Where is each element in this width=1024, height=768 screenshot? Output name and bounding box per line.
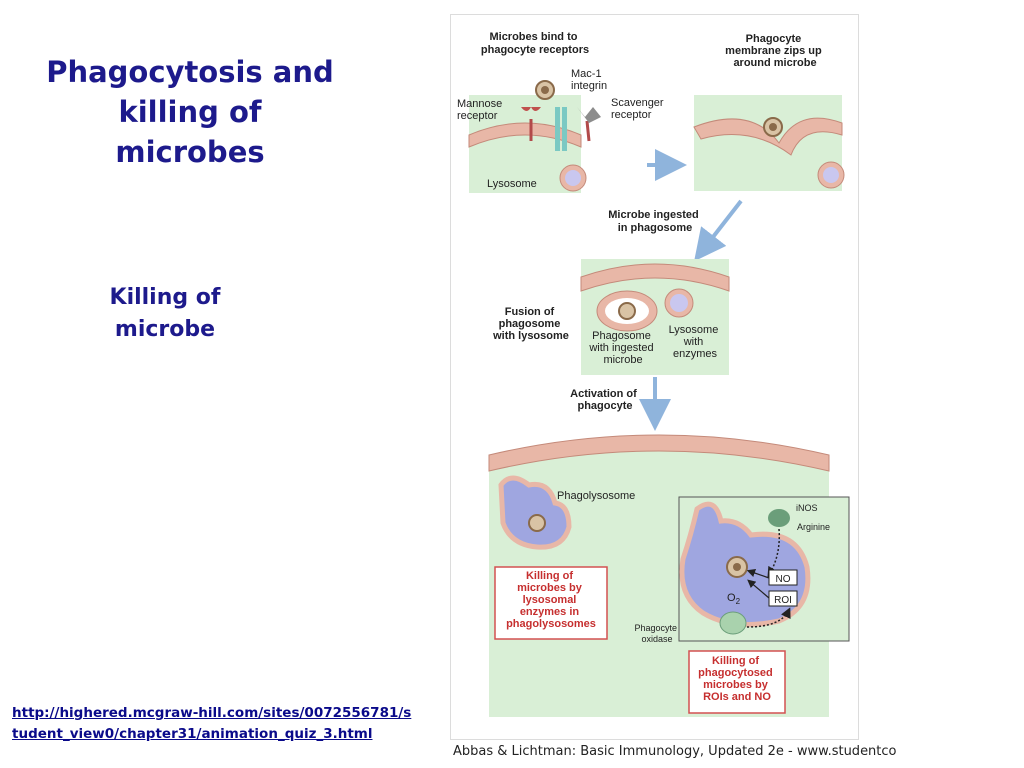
panel2-heading-line3: around microbe — [733, 57, 816, 69]
arrow-2 — [694, 199, 743, 262]
phagosome-label-line1: Phagosome — [592, 330, 651, 342]
roi-label: ROI — [774, 595, 792, 606]
figure-caption: Abbas & Lichtman: Basic Immunology, Upda… — [453, 744, 897, 759]
activation-label-line1: Activation of — [570, 388, 637, 400]
fusion-label-line2: phagosome — [499, 318, 561, 330]
panel-fusion — [580, 259, 730, 375]
svg-text:Killing of microbes by: Killing of microbes by lysosomal enzymes… — [506, 570, 596, 630]
panel-killing — [488, 434, 850, 717]
svg-text:Activation of phagocyte: Activation of phagocyte — [570, 388, 640, 412]
killing-enzymes-line4: enzymes in — [520, 606, 580, 618]
svg-text:Phagosome with ingested: Phagosome with ingested microbe — [588, 330, 656, 366]
mannose-receptor-label: receptor — [457, 110, 498, 122]
killing-enzymes-line2: microbes by — [517, 582, 583, 594]
svg-text:Scavenger receptor: Scavenger receptor — [611, 97, 667, 121]
svg-text:Phagocyte membrane zips up: Phagocyte membrane zips up around microb… — [725, 33, 825, 69]
killing-enzymes-line5: phagolysosomes — [506, 618, 596, 630]
o2-label: O — [727, 592, 736, 604]
no-label: NO — [776, 574, 791, 585]
panel2-heading-line2: membrane zips up — [725, 45, 822, 57]
oxidase-label-line1: Phagocyte — [634, 623, 677, 633]
killing-enzymes-line1: Killing of — [526, 570, 573, 582]
svg-text:Lysosome with enzymes: Lysosome with enzymes — [669, 324, 722, 360]
scavenger-label: Scavenger — [611, 97, 664, 109]
mac1-label: Mac-1 — [571, 68, 602, 80]
svg-text:Fusion of phagosome wi: Fusion of phagosome with lysosome — [492, 306, 569, 342]
slide-subtitle: Killing of microbe — [109, 285, 221, 342]
svg-text:Killing of phagocytosed: Killing of phagocytosed microbes by ROIs… — [698, 655, 776, 703]
killing-enzymes-line3: lysosomal — [523, 594, 577, 606]
ingested-label-line1: Microbe ingested — [608, 209, 698, 221]
phagosome-label-line2: with ingested — [588, 342, 653, 354]
killing-roi-line4: ROIs and NO — [703, 691, 771, 703]
svg-text:Phagocyte oxidase: Phagocyte oxidase — [634, 623, 679, 644]
killing-roi-line2: phagocytosed — [698, 667, 773, 679]
fusion-label-line1: Fusion of — [505, 306, 555, 318]
panel1-heading-line2: phagocyte receptors — [481, 44, 589, 56]
killing-roi-line3: microbes by — [703, 679, 769, 691]
oxidase-label-line2: oxidase — [641, 634, 672, 644]
lysosome-enzymes-line3: enzymes — [673, 348, 718, 360]
activation-label-line2: phagocyte — [577, 400, 632, 412]
phagocytosis-figure: Microbes bind to phagocyte receptors Mac… — [450, 14, 859, 740]
svg-text:Microbe ingested in phagos: Microbe ingested in phagosome — [608, 209, 702, 234]
scavenger-receptor-label: receptor — [611, 109, 652, 121]
lysosome-enzymes-line1: Lysosome — [669, 324, 719, 336]
svg-text:O2: O2 — [727, 592, 741, 606]
lysosome-enzymes-line2: with — [683, 336, 704, 348]
panel2-heading-line1: Phagocyte — [746, 33, 802, 45]
svg-text:Microbes bind to phagocyte: Microbes bind to phagocyte receptors — [481, 31, 589, 56]
panel1-heading-line1: Microbes bind to — [489, 31, 577, 43]
phagosome-label-line3: microbe — [603, 354, 642, 366]
arginine-label: Arginine — [797, 522, 830, 532]
phagocytosis-diagram: Microbes bind to phagocyte receptors Mac… — [457, 31, 850, 717]
slide-title: Phagocytosis and killing of microbes — [46, 55, 334, 169]
fusion-label-line3: with lysosome — [492, 330, 569, 342]
panel-binding — [468, 80, 601, 193]
phagolysosome-label: Phagolysosome — [557, 490, 635, 502]
o2-subscript: 2 — [736, 597, 741, 606]
ingested-label-line2: in phagosome — [618, 222, 693, 234]
inos-label: iNOS — [796, 503, 818, 513]
svg-text:Mac-1 integrin: Mac-1 integrin — [571, 68, 607, 92]
killing-roi-line1: Killing of — [712, 655, 759, 667]
mannose-label: Mannose — [457, 98, 502, 110]
source-link[interactable]: http://highered.mcgraw-hill.com/sites/00… — [12, 705, 412, 742]
panel-zip — [693, 95, 845, 191]
lysosome-label: Lysosome — [487, 178, 537, 190]
integrin-label: integrin — [571, 80, 607, 92]
svg-text:Mannose receptor: Mannose receptor — [457, 98, 505, 122]
